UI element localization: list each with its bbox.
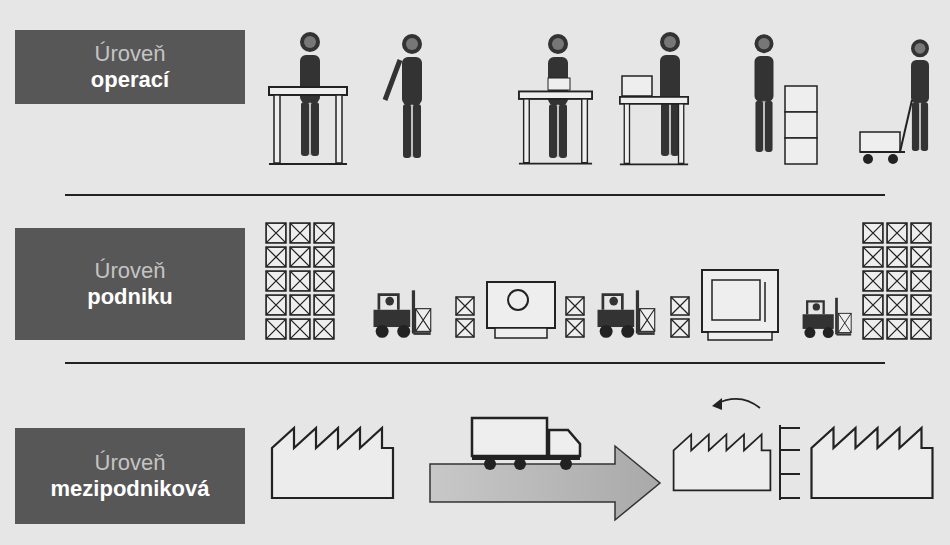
level-name: podniku [87, 284, 173, 310]
level-heading: Úroveň [95, 41, 166, 67]
workers [269, 32, 929, 164]
separator-line [65, 194, 885, 196]
level-name: mezipodniková [51, 476, 210, 502]
level-name: operací [91, 67, 169, 93]
separator-line [65, 362, 885, 364]
level-label-box: Úroveňoperací [15, 30, 245, 104]
warehouse-flow [266, 223, 931, 340]
level-label-box: Úroveňmezipodniková [15, 428, 245, 524]
level-label-box: Úroveňpodniku [15, 228, 245, 340]
supply-chain [272, 398, 933, 520]
level-heading: Úroveň [95, 258, 166, 284]
level-heading: Úroveň [95, 450, 166, 476]
